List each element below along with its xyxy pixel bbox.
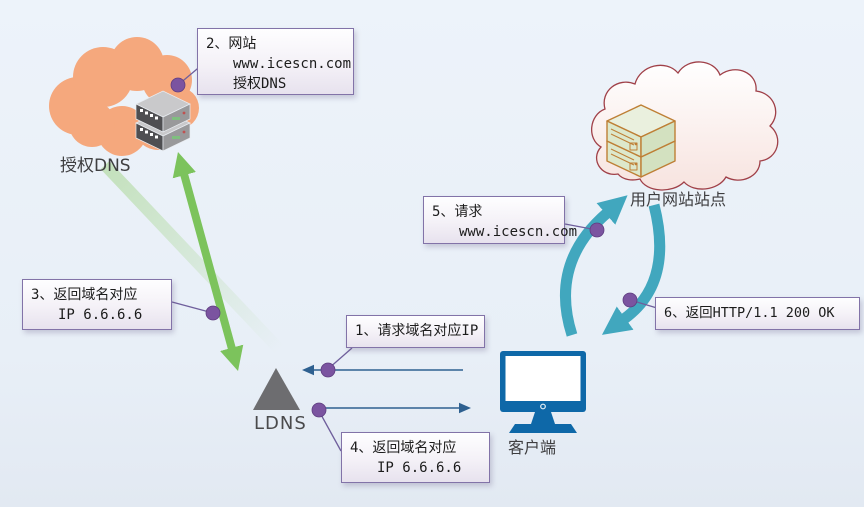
http-response-arrow: [601, 203, 666, 335]
callout-step1-line1: 1、请求域名对应IP: [355, 323, 479, 339]
callout-step3-line1: 3、返回域名对应: [31, 287, 138, 303]
connector-dot: [205, 305, 221, 321]
callout-step5: 5、请求 www.icescn.com: [423, 196, 578, 244]
callout-step2-line3: 授权DNS: [233, 76, 287, 92]
dns-query-response-arrow: [172, 152, 244, 371]
connector-dot: [320, 362, 336, 378]
connector-dot: [311, 402, 327, 418]
callout-step2: 2、网站 www.icescn.com 授权DNS: [197, 28, 354, 95]
client-monitor-icon: [500, 351, 586, 433]
callout-step5-line2: www.icescn.com: [459, 224, 578, 240]
connector-dot: [622, 292, 638, 308]
connector-dots: [170, 77, 638, 418]
auth-dns-server-icon: [135, 90, 191, 152]
ldns-label: LDNS: [254, 413, 307, 434]
callout-step1: 1、请求域名对应IP: [346, 315, 485, 348]
connector-dot: [589, 222, 605, 238]
callout-step6-line1: 6、返回HTTP/1.1 200 OK: [664, 305, 835, 321]
ldns-request-arrow: [302, 364, 463, 376]
ldns-response-arrow: [313, 402, 471, 414]
auth-dns-label: 授权DNS: [60, 156, 131, 176]
ldns-triangle-icon: [253, 368, 300, 410]
callout-step5-line1: 5、请求: [432, 204, 483, 220]
user-site-server-icon: [606, 104, 676, 178]
callout-step4: 4、返回域名对应 IP 6.6.6.6: [341, 432, 490, 483]
callout-step3: 3、返回域名对应 IP 6.6.6.6: [22, 279, 172, 330]
callout-step2-line1: 2、网站: [206, 36, 257, 52]
callout-step4-line2: IP 6.6.6.6: [377, 460, 462, 476]
user-site-label: 用户网站站点: [630, 190, 727, 209]
callout-step2-line2: www.icescn.com: [233, 56, 352, 72]
connector-dot: [170, 77, 186, 93]
callout-step3-line2: IP 6.6.6.6: [58, 307, 143, 323]
callout-step4-line1: 4、返回域名对应: [350, 440, 457, 456]
client-label: 客户端: [508, 438, 557, 457]
callout-step6: 6、返回HTTP/1.1 200 OK: [655, 297, 860, 330]
